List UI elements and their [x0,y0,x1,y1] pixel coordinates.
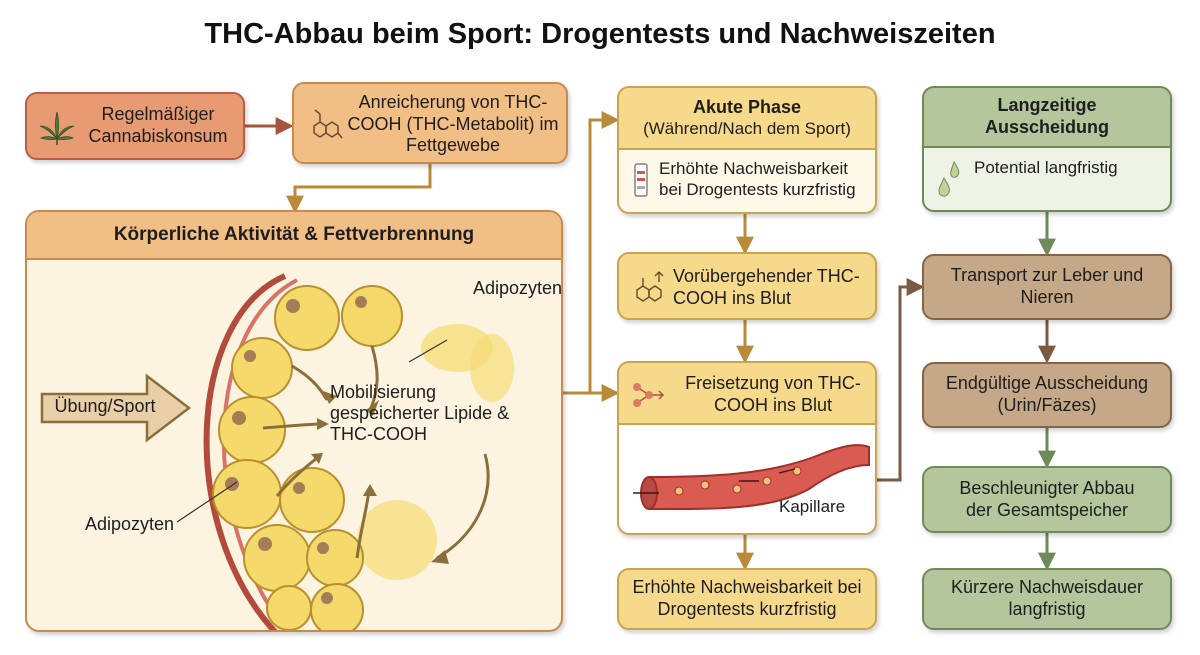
arrow-panel-acute [562,111,620,395]
capillary-illustration [633,444,870,511]
longterm-header: Langzeitige Ausscheidung [922,86,1172,148]
temporary-text: Vorübergehender THC-COOH ins Blut [673,266,860,308]
longterm-detail-box: Potential langfristig [922,148,1172,212]
activity-panel: Körperliche Aktivität & Fettverbrennung [25,210,563,632]
adipocyte-illustration [40,273,514,630]
molecule-icon [313,109,343,139]
release-text: Freisetzung von THC-COOH ins Blut [685,373,861,415]
droplet-icon [938,160,960,197]
adipocytes-bottom-label: Adipozyten [85,514,175,534]
transport-text: Transport zur Leber und Nieren [950,265,1144,307]
result-text: Erhöhte Nachweisbarkeit bei Drogentests … [632,577,862,619]
release-header: Freisetzung von THC-COOH ins Blut [617,361,877,425]
adipocytes-top-label: Adipozyten [473,278,563,298]
storage-label: Anreicherung von THC-COOH (THC-Metabolit… [347,92,559,156]
acute-subtitle: (Während/Nach dem Sport) [643,118,851,138]
consumption-box: Regelmäßiger Cannabiskonsum [25,92,245,160]
cannabis-leaf-icon [39,111,75,145]
shorter-text: Kürzere Nachweisdauer langfristig [950,577,1144,619]
molecule-icon [636,271,664,302]
panel-title: Körperliche Aktivität & Fettverbrennung [27,212,561,260]
acute-phase-header: Akute Phase (Während/Nach dem Sport) [617,86,877,150]
accelerated-box: Beschleunigter Abbau der Gesamtspeicher [922,466,1172,533]
excretion-text: Endgültige Ausscheidung (Urin/Fäzes) [945,373,1149,415]
acute-title: Akute Phase [692,97,802,117]
mobilization-label: Mobilisierung gespeicherter Lipide & THC… [330,382,510,445]
release-network-icon [633,383,665,407]
acute-detail-text: Erhöhte Nachweisbarkeit bei Drogentests … [659,159,856,199]
accelerated-text: Beschleunigter Abbau der Gesamtspeicher [959,477,1135,520]
longterm-title: Langzeitige Ausscheidung [984,95,1109,137]
transport-box: Transport zur Leber und Nieren [922,254,1172,320]
capillary-label: Kapillare [779,497,846,516]
excretion-box: Endgültige Ausscheidung (Urin/Fäzes) [922,362,1172,428]
temporary-box: Vorübergehender THC-COOH ins Blut [617,252,877,320]
page-title: THC-Abbau beim Sport: Drogentests und Na… [204,18,996,50]
capillary-box: Kapillare [617,425,877,535]
acute-detail-box: Erhöhte Nachweisbarkeit bei Drogentests … [617,150,877,214]
storage-box: Anreicherung von THC-COOH (THC-Metabolit… [292,82,568,164]
shorter-box: Kürzere Nachweisdauer langfristig [922,568,1172,630]
exercise-label: Übung/Sport [54,396,156,416]
arrow-capillary-transport [877,278,925,482]
consumption-label: Regelmäßiger Cannabiskonsum [88,104,228,146]
test-strip-icon [634,163,648,197]
longterm-detail-text: Potential langfristig [974,158,1118,177]
arrow-storage-panel [286,163,432,214]
result-box: Erhöhte Nachweisbarkeit bei Drogentests … [617,568,877,630]
